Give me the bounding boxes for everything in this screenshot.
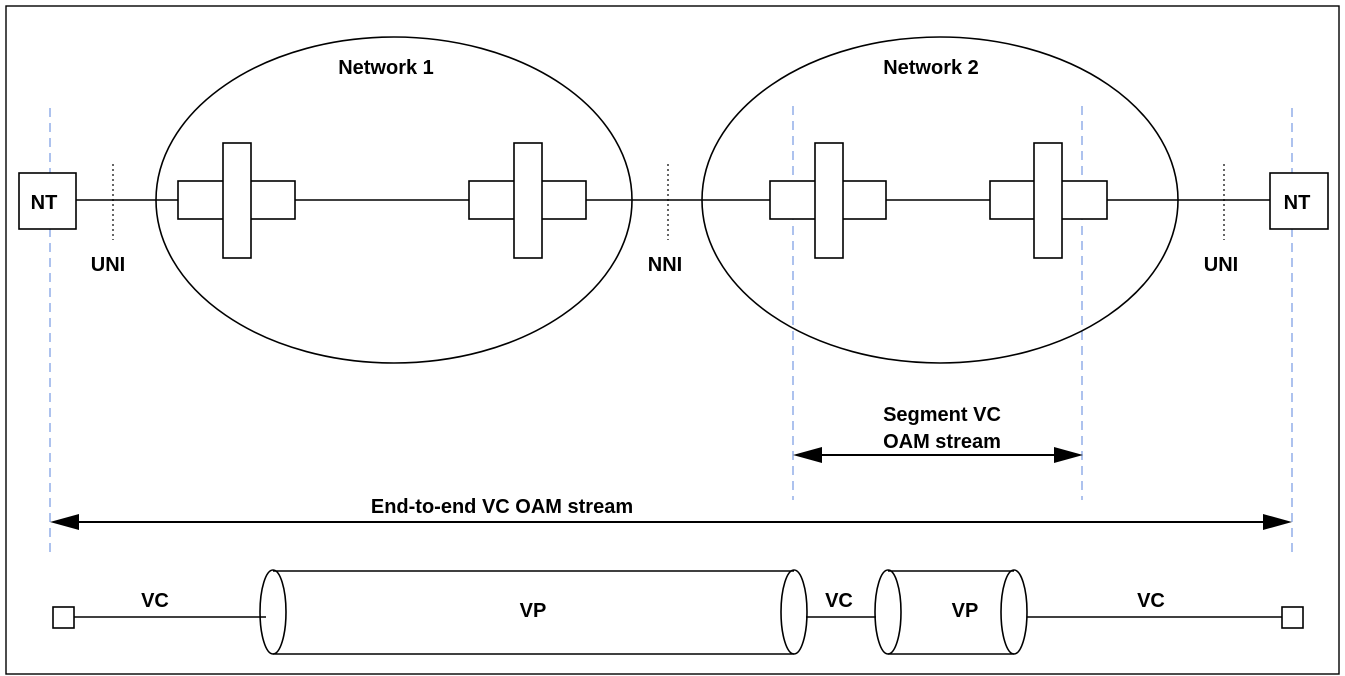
switch-3 [769,142,887,259]
vp-pipe-1 [259,569,808,655]
segment-stream-arrow [793,447,1083,463]
vc-endpoint-right [1281,606,1304,629]
network-1-label: Network 1 [338,57,434,79]
end-to-end-stream-arrow [50,514,1292,530]
nt-left-box [18,172,77,230]
uni-right-label: UNI [1204,254,1238,276]
segment-stream-label-line1: Segment VC [883,404,1001,426]
end-to-end-stream-label: End-to-end VC OAM stream [371,496,633,518]
diagram-frame [5,5,1340,675]
vp-pipe-2 [874,569,1028,655]
switch-4 [989,142,1108,259]
nt-right-label: NT [1284,192,1311,214]
nni-label: NNI [648,254,682,276]
vc-label-3: VC [1137,590,1165,612]
nt-right-box [1269,172,1329,230]
segment-stream-label-line2: OAM stream [883,431,1001,453]
vp-label-1: VP [520,600,547,622]
uni-left-label: UNI [91,254,125,276]
vp-label-2: VP [952,600,979,622]
nt-left-label: NT [31,192,58,214]
switch-2 [468,142,587,259]
vc-label-2: VC [825,590,853,612]
vc-endpoint-left [52,606,75,629]
vc-label-1: VC [141,590,169,612]
switch-1 [177,142,296,259]
network-2-label: Network 2 [883,57,979,79]
